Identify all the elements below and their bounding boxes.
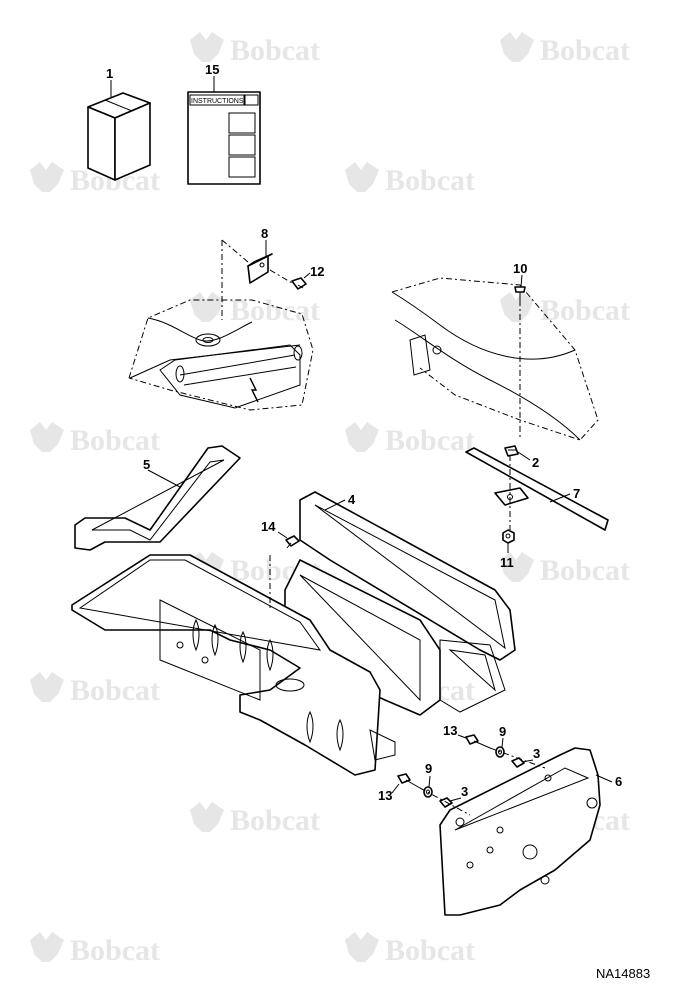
watermark: Bobcat [190,802,320,837]
part-4-frame-assembly: 4 [71,491,516,776]
callout-3-upper: 3 [533,746,540,761]
watermark-text: Bobcat [70,674,160,707]
bobcat-logo-icon [190,802,224,832]
bobcat-logo-icon [345,932,379,962]
chassis-arm-detail [391,277,599,441]
bobcat-logo-icon [500,552,534,582]
watermark-text: Bobcat [70,934,160,967]
watermark: Bobcat [30,422,160,457]
watermark-text: Bobcat [540,34,630,67]
callout-4: 4 [348,492,356,507]
bobcat-logo-icon [190,32,224,62]
watermark: Bobcat [345,422,475,457]
part-7-rail: 7 [465,447,609,531]
callout-13-lower: 13 [378,788,392,803]
upper-fastener-group: 13 9 3 [443,723,546,769]
part-10-bolt: 10 [513,261,527,302]
callout-12: 12 [310,264,324,279]
watermark: Bobcat [30,672,160,707]
part-14-bolt: 14 [261,519,300,610]
watermark-text: Bobcat [230,34,320,67]
callout-14: 14 [261,519,276,534]
callout-11: 11 [500,555,514,570]
bobcat-logo-icon [30,422,64,452]
bobcat-logo-icon [30,162,64,192]
bobcat-logo-icon [30,932,64,962]
part-15-instructions: INSTRUCTIONS 15 [187,62,261,185]
watermark-text: Bobcat [385,424,475,457]
watermark: Bobcat [30,932,160,967]
callout-8: 8 [261,226,268,241]
engine-compartment-detail [128,239,314,411]
callout-13-upper: 13 [443,723,457,738]
watermark-text: Bobcat [540,294,630,327]
bobcat-logo-icon [30,672,64,702]
watermark: Bobcat [500,292,630,327]
callout-15: 15 [205,62,219,77]
callout-10: 10 [513,261,527,276]
callout-3-lower: 3 [461,784,468,799]
callout-2: 2 [532,455,539,470]
watermark: Bobcat [345,932,475,967]
part-8-bracket: 8 [247,226,273,284]
instructions-label: INSTRUCTIONS [191,98,244,105]
part-1-box: 1 [87,66,151,181]
watermark-text: Bobcat [230,804,320,837]
callout-9-upper: 9 [499,724,506,739]
watermark: Bobcat [190,292,320,327]
watermark: Bobcat [190,32,320,67]
bobcat-logo-icon [345,162,379,192]
watermark-text: Bobcat [385,164,475,197]
watermark-text: Bobcat [230,294,320,327]
bobcat-logo-icon [345,422,379,452]
callout-9-lower: 9 [425,761,432,776]
part-5-side-panel: 5 [74,445,241,551]
callout-5: 5 [143,457,150,472]
reference-code: NA14883 [596,966,650,981]
bobcat-logo-icon [190,292,224,322]
watermark-text: Bobcat [70,424,160,457]
lower-fastener-group: 13 9 3 [378,761,471,816]
part-12-bolt: 12 [269,264,324,290]
callout-6: 6 [615,774,622,789]
part-2-clip: 2 [504,445,539,470]
bobcat-logo-icon [500,32,534,62]
watermark: Bobcat [345,162,475,197]
callout-7: 7 [573,486,580,501]
watermark: Bobcat [500,32,630,67]
callout-1: 1 [106,66,113,81]
part-11-nut: 11 [500,529,515,570]
part-6-plate: 6 [439,747,622,916]
watermark: Bobcat [500,552,630,587]
watermark-text: Bobcat [385,934,475,967]
watermark-text: Bobcat [540,554,630,587]
bobcat-logo-icon [500,292,534,322]
